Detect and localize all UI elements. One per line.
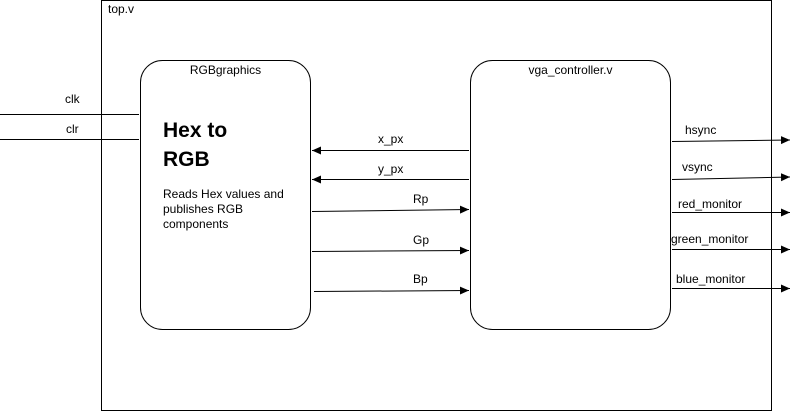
bp-arrow [313,286,470,295]
rgbgraphics-title: RGBgraphics [189,63,262,77]
blue-monitor-label: blue_monitor [676,272,746,286]
vsync-label: vsync [682,160,713,174]
x-px-label: x_px [378,132,404,146]
gp-label: Gp [413,233,430,247]
vsync-arrow [671,173,791,182]
rgbgraphics-box [140,60,311,330]
top-module-label: top.v [108,2,135,16]
rp-arrow [311,205,470,214]
rp-label: Rp [413,192,429,206]
rgb-heading-line1: Hex to [163,119,228,142]
green-monitor-label: green_monitor [671,232,749,246]
gp-arrow [311,246,470,255]
bp-label: Bp [413,272,428,286]
red-monitor-label: red_monitor [678,197,743,211]
clk-label: clk [65,92,80,106]
rgb-heading-line2: RGB [163,148,210,171]
vga-controller-title: vga_controller.v [528,63,613,77]
hsync-arrow [671,136,791,145]
hsync-label: hsync [685,123,717,137]
clr-label: clr [66,122,79,136]
y-px-label: y_px [378,162,404,176]
vga-controller-box [470,60,671,330]
rgb-description: Reads Hex values and publishes RGB compo… [163,187,284,231]
